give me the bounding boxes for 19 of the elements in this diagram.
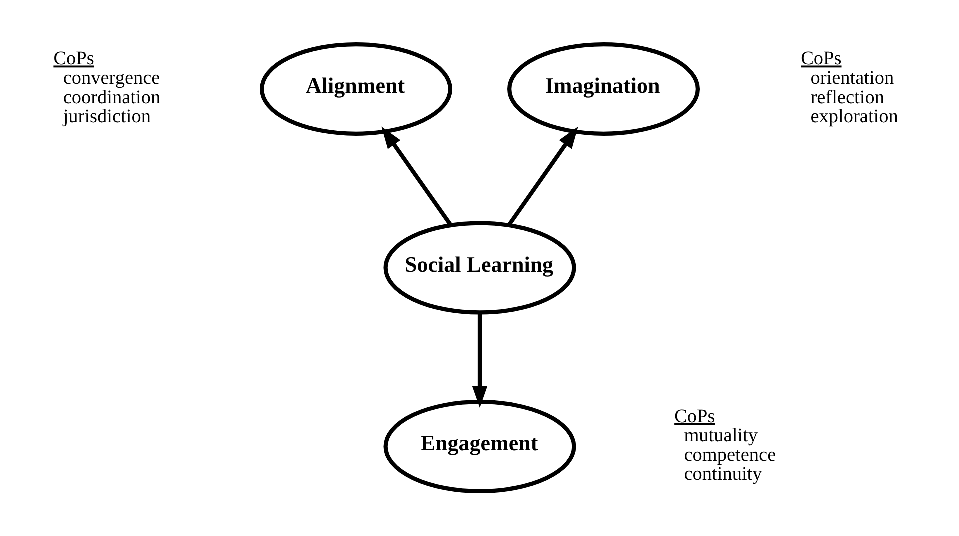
node-label: CoPs — [53, 48, 94, 70]
node-label: jurisdiction — [62, 106, 151, 128]
node-label: competence — [684, 444, 776, 466]
node-label: exploration — [810, 106, 898, 128]
node-ellipse: Imagination — [507, 42, 700, 136]
node-label: coordination — [62, 87, 160, 108]
node-label: reflection — [810, 87, 884, 108]
node-label: CoPs — [800, 48, 842, 70]
node-ellipse: Social Learning — [383, 221, 576, 315]
arrow — [472, 312, 488, 408]
node-label: convergence — [62, 68, 160, 89]
arrow — [381, 126, 452, 226]
node-label: mutuality — [684, 426, 758, 447]
node-ellipse: Alignment — [259, 42, 452, 136]
node-label: continuity — [684, 464, 762, 486]
arrow — [507, 126, 578, 226]
node-label: orientation — [810, 68, 894, 89]
node-ellipse: Engagement — [383, 400, 576, 494]
node-label: CoPs — [674, 406, 715, 428]
